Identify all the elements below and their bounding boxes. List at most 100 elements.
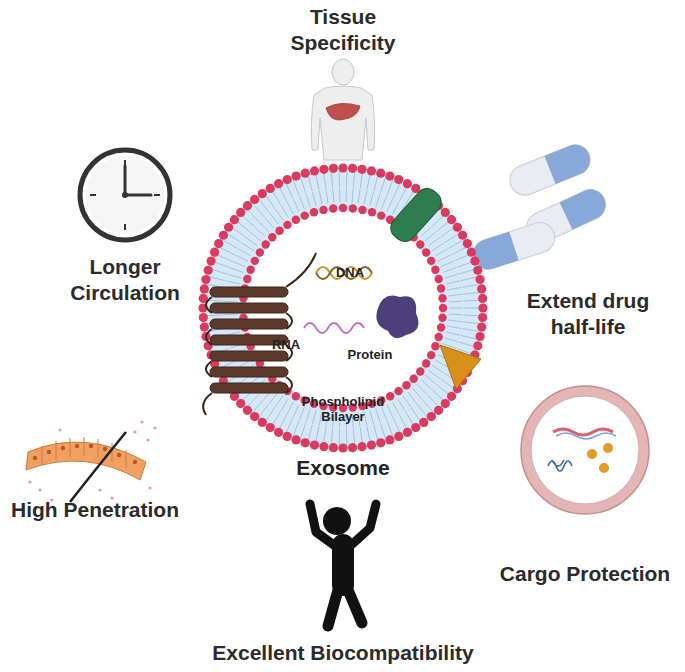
lipid-tail (445, 338, 458, 342)
lipid-tail (417, 384, 427, 394)
lipid-tail (279, 415, 286, 429)
lipid-tail (281, 399, 288, 411)
lipid-tail (223, 314, 237, 316)
node-label: RNA (256, 338, 316, 353)
lipid-tail (331, 172, 332, 188)
lipid-tail (449, 308, 463, 309)
lipid-tail (275, 396, 283, 408)
lipid-tail (206, 314, 222, 316)
benefit-label: Extend drug half-life (513, 288, 663, 339)
lipid-tail (393, 183, 400, 198)
lipid-tail (454, 255, 469, 261)
lipid-tail (316, 174, 319, 190)
penetration-icon-part (70, 432, 126, 502)
lipid-head (210, 248, 219, 257)
lipid-tail (387, 180, 393, 195)
lipid-head (206, 257, 215, 266)
lipid-head (467, 248, 476, 257)
lipid-tail (286, 183, 293, 198)
lipid-tail (253, 204, 263, 216)
penetration-icon-part-part (38, 488, 41, 491)
lipid-tail (452, 248, 466, 255)
stick-figure-part (323, 507, 351, 535)
lipid-head (338, 163, 347, 172)
penetration-icon-part (26, 442, 146, 480)
lipid-head (473, 266, 482, 275)
lipid-tail (370, 411, 374, 425)
lipid-tail (353, 429, 354, 445)
lipid-head (376, 169, 385, 178)
lipid-tail (287, 202, 294, 214)
lipid-tail (210, 277, 226, 281)
cargo-icon-part (531, 396, 639, 504)
lipid-tail (421, 380, 431, 389)
lipid-tail (392, 202, 399, 214)
lipid-tail (432, 243, 444, 251)
lipid-head (416, 367, 424, 375)
lipid-tail (449, 301, 463, 303)
human-silhouette-part (311, 86, 374, 160)
lipid-head (478, 303, 487, 312)
cargo-icon-part (603, 443, 613, 453)
lipid-head (251, 257, 259, 265)
lipid-tail (339, 188, 340, 202)
lipid-tail (319, 190, 322, 204)
lipid-tail (308, 176, 312, 191)
human-silhouette-part (326, 103, 360, 120)
lipid-tail (461, 335, 477, 339)
lipid-head (283, 175, 292, 184)
lipid-head (447, 392, 456, 401)
cargo-icon-part (599, 463, 609, 473)
lipid-head (243, 275, 251, 283)
lipid-tail (232, 261, 245, 266)
lipid-head (377, 211, 385, 219)
lipid-tail (279, 187, 286, 201)
node-label: Exosome (263, 456, 423, 480)
lipid-head (256, 248, 264, 256)
lipid-tail (443, 268, 456, 273)
lipid-tail (387, 421, 393, 436)
lipid-head (292, 171, 301, 180)
lipid-tail (259, 404, 269, 417)
lipid-head (274, 428, 283, 437)
penetration-icon-part-part (58, 428, 61, 431)
lipid-tail (425, 375, 436, 384)
lipid-head (367, 166, 376, 175)
penetration-icon-part (28, 420, 156, 501)
lipid-head (261, 240, 269, 248)
lipid-tail (447, 326, 461, 328)
lipid-head (224, 223, 233, 232)
lipid-tail (312, 411, 316, 425)
lipid-head (250, 195, 259, 204)
lipid-head (434, 275, 442, 283)
lipid-head (329, 204, 337, 212)
lipid-tail (374, 425, 378, 440)
lipid-head (319, 165, 328, 174)
lipid-head (394, 175, 403, 184)
lipid-head (477, 322, 486, 331)
lipid-tail (403, 396, 411, 408)
lipid-head (301, 169, 310, 178)
lipid-tail (441, 261, 454, 266)
lipid-tail (259, 200, 269, 213)
benefit-label: Tissue Specificity (268, 4, 418, 55)
lipid-tail (448, 294, 462, 296)
lipid-head (266, 423, 275, 432)
lipid-head (292, 216, 300, 224)
lipid-tail (232, 227, 245, 236)
lipid-tail (425, 232, 436, 241)
lipid-head (411, 423, 420, 432)
lipid-tail (437, 385, 449, 395)
lipid-head (403, 179, 412, 188)
lipid-tail (346, 429, 347, 445)
lipid-head (385, 435, 394, 444)
pill-icon-part (505, 140, 594, 199)
node-label: DNA (320, 266, 380, 281)
lipid-head (258, 418, 267, 427)
lipid-head (431, 342, 439, 350)
cargo-icon-part (587, 449, 597, 459)
lipid-head (386, 392, 394, 400)
lipid-head (258, 189, 267, 198)
lipid-tail (464, 308, 480, 309)
